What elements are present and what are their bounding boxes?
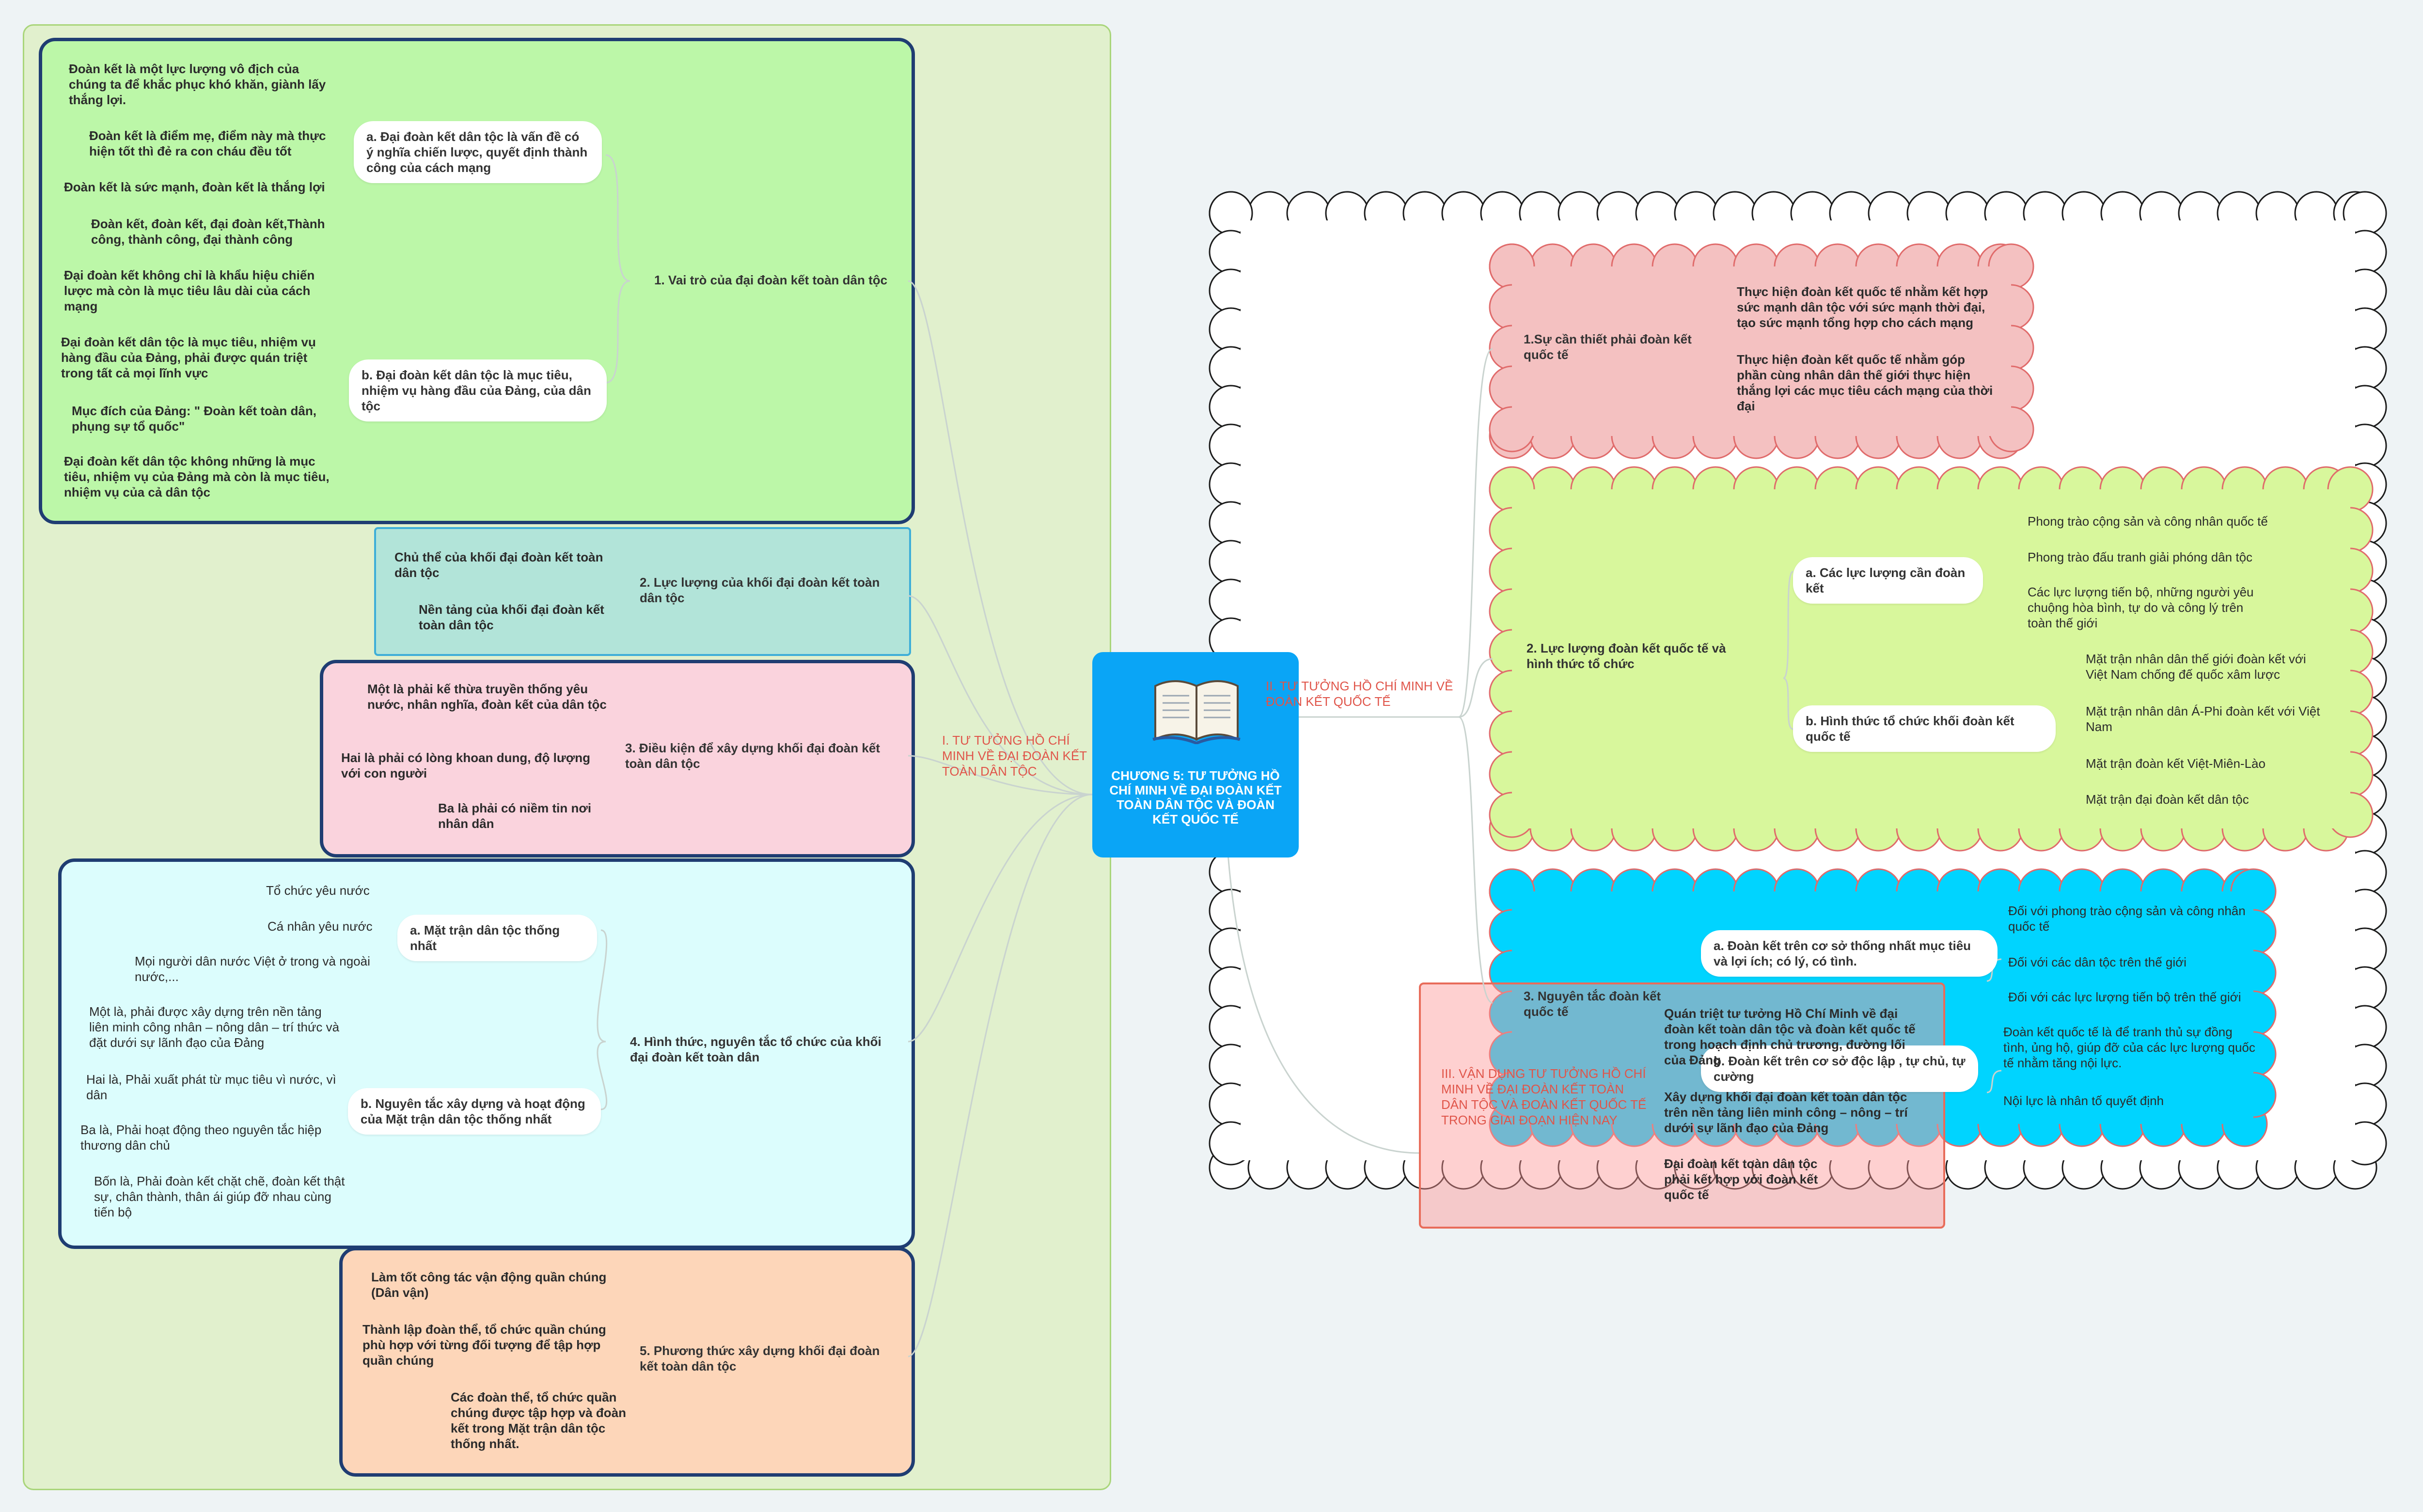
r2-b[interactable]: b. Hình thức tổ chức khối đoàn kết quốc … [1793, 705, 2056, 752]
section-4-title[interactable]: 4. Hình thức, nguyên tắc tổ chức của khố… [630, 1034, 881, 1064]
r3a-item-2[interactable]: Đối với các dân tộc trên thế giới [2008, 955, 2187, 969]
r3a-item-3[interactable]: Đối với các lực lượng tiến bộ trên thế g… [2008, 990, 2241, 1004]
open-book-icon [1150, 671, 1243, 745]
s1b-item-4[interactable]: Đại đoàn kết dân tộc không những là mục … [64, 454, 330, 499]
s1b-item-2[interactable]: Đại đoàn kết dân tộc là mục tiêu, nhiệm … [61, 335, 316, 380]
s4a-item-3[interactable]: Mọi người dân nước Việt ở trong và ngoài… [135, 954, 370, 984]
r2b-item-1[interactable]: Mặt trận nhân dân thế giới đoàn kết với … [2086, 652, 2306, 682]
central-topic[interactable]: CHƯƠNG 5: TƯ TƯỞNG HỒ CHÍ MINH VỀ ĐẠI ĐO… [1092, 652, 1299, 857]
s1b-item-3[interactable]: Mục đích của Đảng: " Đoàn kết toàn dân, … [72, 404, 316, 434]
r2a-item-3[interactable]: Các lực lượng tiến bộ, những người yêu c… [2028, 585, 2254, 630]
s1a-item-3[interactable]: Đoàn kết là sức mạnh, đoàn kết là thắng … [64, 180, 325, 194]
r2-title[interactable]: 2. Lực lượng đoàn kết quốc tế và hình th… [1526, 641, 1726, 671]
r2-a[interactable]: a. Các lực lượng cần đoàn kết [1793, 557, 1983, 604]
s3-item-3[interactable]: Ba là phải có niềm tin nơi nhân dân [438, 801, 592, 831]
r3a-item-1[interactable]: Đối với phong trào cộng sản và công nhân… [2008, 904, 2246, 934]
r4-item-2[interactable]: Xây dựng khối đại đoàn kết toàn dân tộc … [1664, 1090, 1908, 1135]
s3-item-1[interactable]: Một là phải kế thừa truyền thống yêu nướ… [367, 682, 607, 712]
s1a-item-2[interactable]: Đoàn kết là điểm mẹ, điểm này mà thực hi… [89, 128, 326, 158]
s4b-item-4[interactable]: Bốn là, Phải đoàn kết chặt chẽ, đoàn kết… [94, 1174, 345, 1219]
r4-item-3[interactable]: Đại đoàn kết toàn dân tộc phải kết hợp v… [1664, 1156, 1818, 1202]
central-title: CHƯƠNG 5: TƯ TƯỞNG HỒ CHÍ MINH VỀ ĐẠI ĐO… [1109, 768, 1282, 826]
r2b-item-2[interactable]: Mặt trận nhân dân Á-Phi đoàn kết với Việ… [2086, 704, 2320, 734]
r2b-item-3[interactable]: Mặt trận đoàn kết Việt-Miên-Lào [2086, 756, 2266, 771]
r3b-item-1[interactable]: Đoàn kết quốc tế là để tranh thủ sự đồng… [2003, 1025, 2255, 1070]
r3b-item-2[interactable]: Nội lực là nhân tố quyết định [2003, 1093, 2164, 1108]
section-1a[interactable]: a. Đại đoàn kết dân tộc là vấn đề có ý n… [354, 121, 602, 183]
section-5-box [339, 1247, 915, 1477]
s4b-item-2[interactable]: Hai là, Phải xuất phát từ mục tiêu vì nư… [86, 1072, 336, 1102]
section-2-box [374, 527, 911, 656]
r4-item-1[interactable]: Quán triệt tư tưởng Hồ Chí Minh về đại đ… [1664, 1006, 1916, 1067]
r1-item-2[interactable]: Thực hiện đoàn kết quốc tế nhằm góp phần… [1737, 352, 1993, 413]
r1-title[interactable]: 1.Sự cần thiết phải đoàn kết quốc tế [1524, 332, 1692, 362]
s4b-item-1[interactable]: Một là, phải được xây dựng trên nền tảng… [89, 1004, 340, 1050]
s1a-item-1[interactable]: Đoàn kết là một lực lượng vô địch của ch… [69, 62, 326, 107]
s5-item-1[interactable]: Làm tốt công tác vận động quần chúng (Dâ… [371, 1270, 607, 1300]
s4b-item-3[interactable]: Ba là, Phải hoạt động theo nguyên tắc hi… [80, 1122, 322, 1153]
r2a-item-2[interactable]: Phong trào đấu tranh giải phóng dân tộc [2028, 550, 2253, 564]
main-topic-3[interactable]: III. VẬN DỤNG TƯ TƯỞNG HỒ CHÍ MINH VỀ ĐẠ… [1441, 1066, 1647, 1127]
r1-item-1[interactable]: Thực hiện đoàn kết quốc tế nhằm kết hợp … [1737, 284, 1988, 330]
main-topic-1[interactable]: I. TƯ TƯỞNG HỒ CHÍ MINH VỀ ĐẠI ĐOÀN KẾT … [942, 733, 1087, 779]
s4a-item-1[interactable]: Tổ chức yêu nước [266, 883, 370, 898]
section-1-box [39, 38, 915, 524]
section-2-title[interactable]: 2. Lực lượng của khối đại đoàn kết toàn … [640, 575, 880, 605]
s5-item-3[interactable]: Các đoàn thể, tổ chức quần chúng được tậ… [451, 1390, 627, 1451]
s4a-item-2[interactable]: Cá nhân yêu nước [267, 919, 373, 934]
r2a-item-1[interactable]: Phong trào cộng sản và công nhân quốc tế [2028, 514, 2268, 529]
section-3-box [320, 660, 915, 857]
s1a-item-4[interactable]: Đoàn kết, đoàn kết, đại đoàn kết,Thành c… [91, 217, 325, 247]
r3-title[interactable]: 3. Nguyên tắc đoàn kết quốc tế [1524, 989, 1661, 1019]
r2b-item-4[interactable]: Mặt trận đại đoàn kết dân tộc [2086, 792, 2249, 807]
section-3-title[interactable]: 3. Điều kiện để xây dựng khối đại đoàn k… [625, 741, 880, 771]
s2-item-1[interactable]: Chủ thể của khối đại đoàn kết toàn dân t… [394, 550, 603, 580]
section-5-title[interactable]: 5. Phương thức xây dựng khối đại đoàn kế… [640, 1343, 880, 1373]
main-topic-2[interactable]: II. TƯ TƯỞNG HỒ CHÍ MINH VỀ ĐOÀN KẾT QUỐ… [1266, 679, 1453, 709]
section-1-title[interactable]: 1. Vai trò của đại đoàn kết toàn dân tộc [654, 273, 888, 287]
section-4a[interactable]: a. Mặt trận dân tộc thống nhất [397, 915, 597, 961]
s1b-item-1[interactable]: Đại đoàn kết không chỉ là khẩu hiệu chiế… [64, 268, 315, 313]
r3-a[interactable]: a. Đoàn kết trên cơ sở thống nhất mục ti… [1701, 930, 1998, 977]
s3-item-2[interactable]: Hai là phải có lòng khoan dung, độ lượng… [341, 750, 590, 780]
s2-item-2[interactable]: Nền tảng của khối đại đoàn kết toàn dân … [419, 602, 604, 632]
section-4b[interactable]: b. Nguyên tắc xây dựng và hoạt động của … [348, 1088, 601, 1135]
section-1b[interactable]: b. Đại đoàn kết dân tộc là mục tiêu, nhi… [349, 359, 607, 421]
r3-b[interactable]: b. Đoàn kết trên cơ sở độc lập , tự chủ,… [1701, 1045, 1978, 1092]
s5-item-2[interactable]: Thành lập đoàn thể, tổ chức quần chúng p… [362, 1322, 606, 1368]
section-3-main-box [1419, 982, 1945, 1229]
